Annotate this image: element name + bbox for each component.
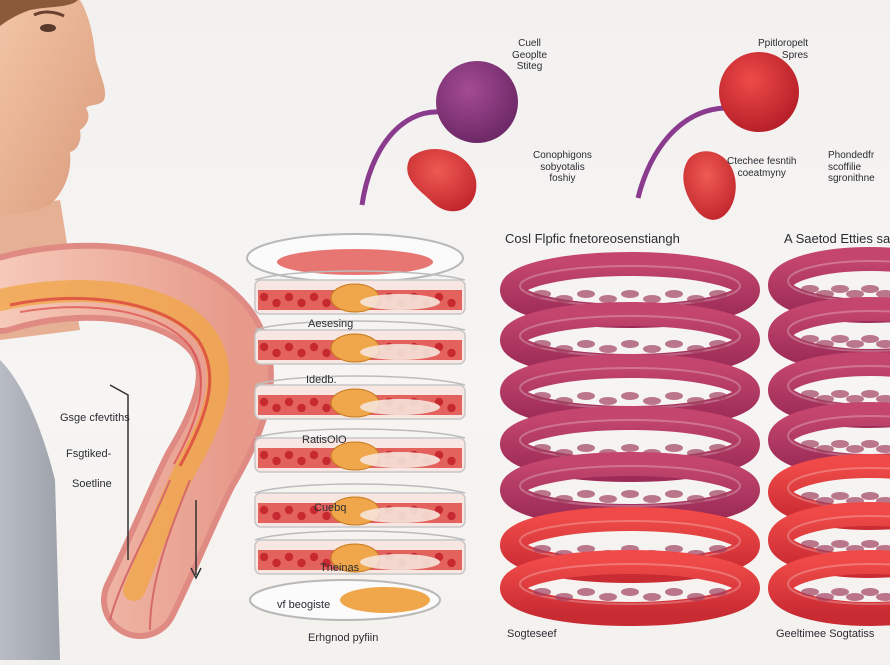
- bottom-label-left: Erhgnod pyfiin: [308, 632, 379, 644]
- right-mid-label-line-1: Phondedfr: [828, 150, 875, 161]
- coiled-structure-right: [768, 247, 890, 626]
- top-cells: [359, 52, 799, 220]
- tube-label-2: Fsgtiked-: [66, 448, 112, 460]
- tissue-slab: [254, 375, 466, 420]
- bottom-label-right: Geeltimee Sogtatiss: [776, 628, 875, 640]
- shirt-shape: [0, 360, 60, 660]
- face-shape: [0, 0, 106, 215]
- center-mid-label: Ctechee fesntih coeatmyny: [727, 156, 797, 179]
- tube-label-3: Soetline: [72, 478, 112, 490]
- purple-cell: [436, 61, 518, 143]
- tissue-slab: [254, 530, 466, 575]
- tissue-stack: [246, 233, 466, 621]
- center-mid-label-line-2: coeatmyny: [737, 167, 786, 179]
- tissue-slab: [254, 483, 466, 528]
- coil-loop: [500, 550, 760, 626]
- cell-label: Cuell Geoplte Stiteg: [512, 38, 547, 73]
- stack-label-1: Aesesing: [308, 318, 354, 330]
- stack-label-4: Cuebq: [314, 502, 347, 514]
- stack-label-6: vf beogiste: [277, 599, 331, 611]
- cell-label-line-3: Stiteg: [516, 61, 543, 72]
- cell-label-line-2: Geoplte: [512, 49, 548, 61]
- stack-label-3: RatisOlO: [302, 434, 347, 446]
- coil-loop: [768, 550, 890, 626]
- bottom-label-middle: Sogteseef: [507, 628, 557, 640]
- tube-label-1: Gsge cfevtiths: [60, 412, 130, 424]
- left-arrows: [109, 384, 202, 580]
- coiled-structure-middle: [500, 252, 760, 626]
- pylorus-label-line-1: Ppitloropelt: [758, 38, 809, 49]
- pylorus-label: Ppitloropelt Spres: [758, 38, 808, 61]
- pylorus-label-line-2: Spres: [781, 49, 809, 61]
- left-mid-label-line-1: Conophigons: [533, 150, 592, 161]
- left-mid-label-line-2: sobyotalis: [540, 161, 585, 173]
- left-mid-label: Conophigons sobyotalis foshiy: [533, 150, 592, 185]
- tissue-slab: [254, 428, 466, 473]
- tissue-slab: [254, 320, 466, 365]
- red-bean-right: [683, 151, 736, 220]
- stack-label-5: Tneinas: [320, 562, 360, 574]
- right-mid-label-line-3: sgronithne: [828, 173, 875, 184]
- left-mid-label-line-3: foshiy: [549, 173, 576, 184]
- stack-label-2: Idedb.: [306, 374, 337, 386]
- tissue-slab: [254, 270, 466, 315]
- esophagus-tube: [0, 242, 274, 639]
- right-mid-label-line-2: scoffilie: [828, 161, 862, 173]
- center-mid-label-line-1: Ctechee fesntih: [727, 156, 797, 167]
- red-bean-left: [407, 149, 477, 212]
- eye-shape: [40, 24, 56, 32]
- right-section-title: A Saetod Etties sa: [784, 231, 890, 246]
- hair-shape: [0, 0, 78, 26]
- eyebrow-shape: [33, 10, 65, 18]
- cell-label-line-1: Cuell: [518, 38, 541, 49]
- middle-section-title: Cosl Flpfic fnetoreosenstiangh: [505, 231, 680, 246]
- right-mid-label: Phondedfr scoffilie sgronithne: [828, 150, 875, 185]
- red-cell: [719, 52, 799, 132]
